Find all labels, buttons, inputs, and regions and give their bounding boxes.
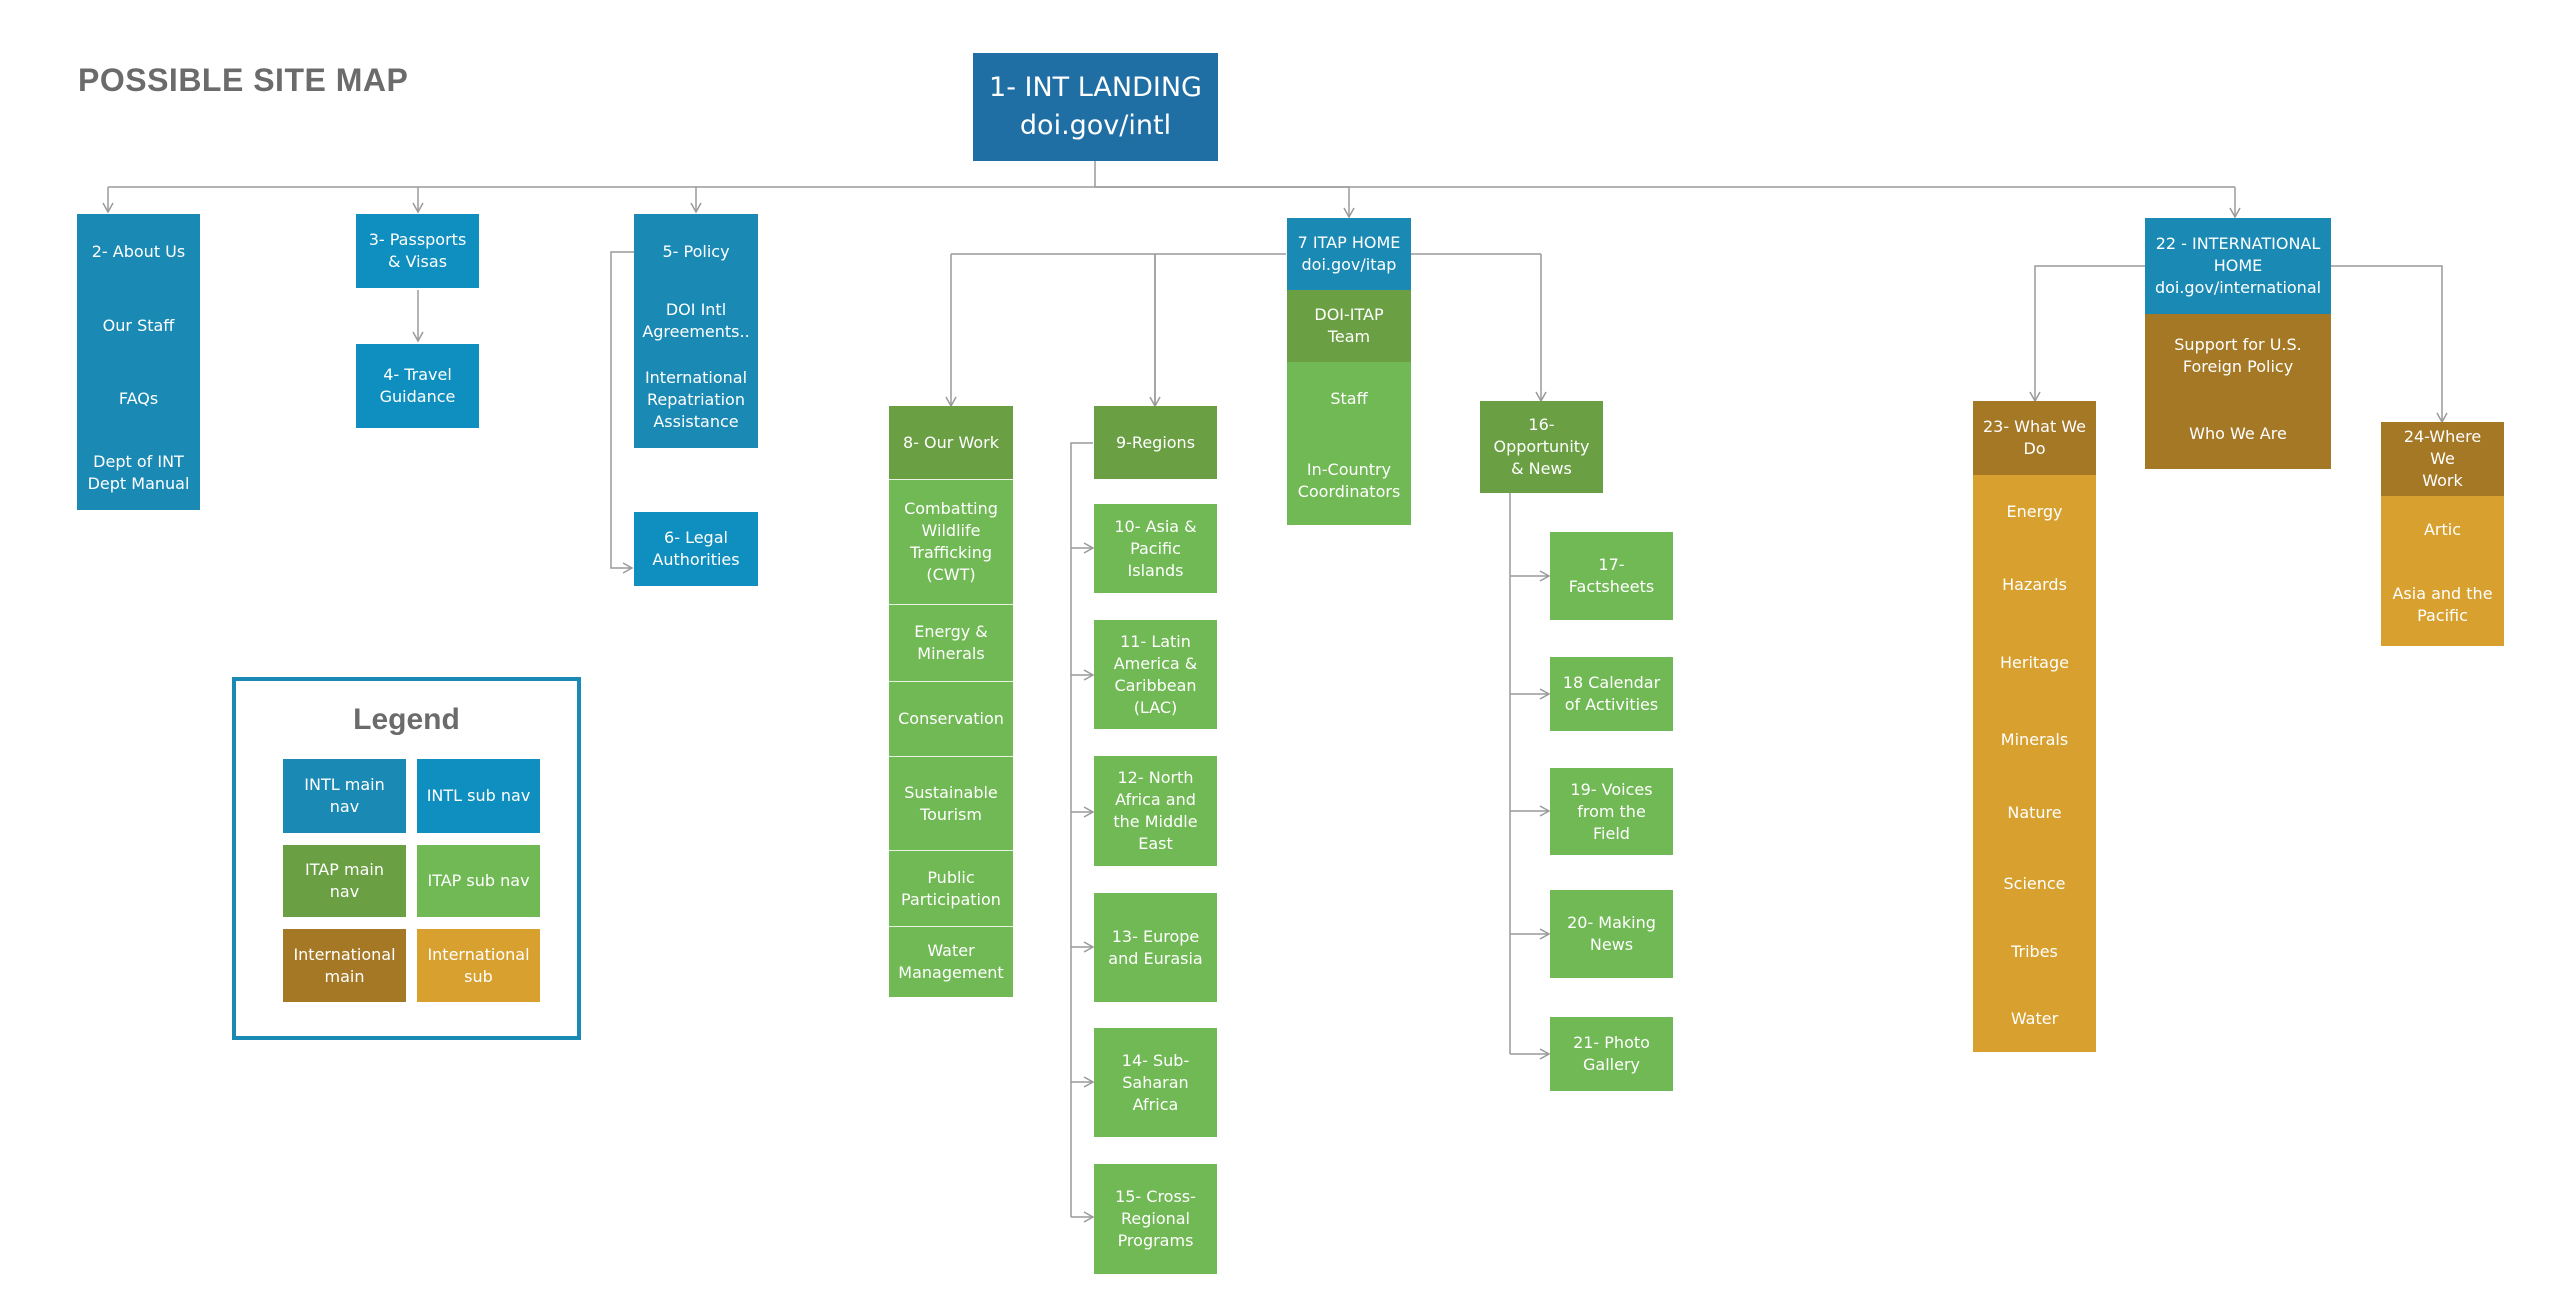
node-region-cross-regional[interactable]: 15- Cross- Regional Programs [1094, 1164, 1217, 1274]
node-what-we-do[interactable]: 23- What We Do Energy Hazards Heritage M… [1973, 401, 2096, 1052]
node-policy[interactable]: 5- Policy DOI Intl Agreements.. Internat… [634, 214, 758, 448]
node-our-work[interactable]: 8- Our Work Combatting Wildlife Traffick… [889, 406, 1013, 997]
node-label: Nature [1973, 776, 2096, 850]
node-label: 5- Policy [662, 242, 730, 261]
node-label: 22 - INTERNATIONAL HOME doi.gov/internat… [2145, 218, 2331, 314]
node-about-us[interactable]: 2- About Us Our Staff FAQs Dept of INT D… [77, 214, 200, 510]
connector-root-bus [108, 161, 2235, 188]
legend-swatch-international-main: International main [283, 929, 406, 1002]
node-label: FAQs [118, 389, 159, 408]
legend-swatch-intl-main: INTL main nav [283, 759, 406, 833]
node-label: Water [1973, 986, 2096, 1052]
node-label: 8- Our Work [889, 406, 1013, 480]
node-making-news[interactable]: 20- Making News [1550, 890, 1673, 978]
node-label: DOI Intl Agreements.. [642, 300, 750, 341]
node-photo-gallery[interactable]: 21- Photo Gallery [1550, 1017, 1673, 1091]
legend-swatch-itap-main: ITAP main nav [283, 845, 406, 917]
node-label: Support for U.S. Foreign Policy [2145, 314, 2331, 398]
node-label: Who We Are [2145, 398, 2331, 469]
node-region-sub-saharan-africa[interactable]: 14- Sub- Saharan Africa [1094, 1028, 1217, 1137]
connector-to-what-we-do [2029, 265, 2145, 403]
node-region-latin-america[interactable]: 11- Latin America & Caribbean (LAC) [1094, 620, 1217, 729]
node-itap-team[interactable]: DOI-ITAP Team Staff In-Country Coordinat… [1287, 290, 1411, 525]
node-region-north-africa[interactable]: 12- North Africa and the Middle East [1094, 756, 1217, 866]
node-label: Tribes [1973, 918, 2096, 986]
node-label: Heritage [1973, 622, 2096, 704]
node-label: In-Country Coordinators [1287, 436, 1411, 525]
node-voices-field[interactable]: 19- Voices from the Field [1550, 768, 1673, 855]
node-label: Staff [1287, 362, 1411, 436]
legend-title: Legend [353, 703, 460, 736]
connector-to-itap-home [1095, 186, 1355, 219]
node-label: Energy & Minerals [889, 603, 1013, 682]
connector-policy-legal [610, 251, 634, 574]
node-label: Water Management [889, 925, 1013, 997]
node-label: DOI-ITAP Team [1287, 290, 1411, 362]
node-regions[interactable]: 9-Regions [1094, 406, 1217, 479]
node-int-landing-url: doi.gov/intl [1019, 110, 1172, 141]
node-legal-authorities[interactable]: 6- Legal Authorities [634, 512, 758, 586]
node-factsheets[interactable]: 17- Factsheets [1550, 532, 1673, 620]
node-label: Science [1973, 850, 2096, 918]
connector-regions-spine [1070, 442, 1093, 1217]
legend: Legend INTL main nav INTL sub nav ITAP m… [232, 677, 581, 1040]
node-region-asia-pacific[interactable]: 10- Asia & Pacific Islands [1094, 504, 1217, 593]
connector-to-where-we-work [2331, 265, 2448, 424]
node-label: Our Staff [102, 316, 175, 335]
node-label: Asia and the Pacific [2381, 564, 2504, 646]
node-label: Dept of INT Dept Manual [87, 452, 190, 493]
node-international-home[interactable]: 22 - INTERNATIONAL HOME doi.gov/internat… [2145, 218, 2331, 469]
page-title: POSSIBLE SITE MAP [78, 62, 409, 98]
node-label: Minerals [1973, 704, 2096, 776]
node-itap-home[interactable]: 7 ITAP HOME doi.gov/itap [1287, 218, 1411, 290]
node-where-we-work[interactable]: 24-Where We Work Artic Asia and the Paci… [2381, 422, 2504, 646]
node-label: Hazards [1973, 548, 2096, 622]
node-label: Energy [1973, 475, 2096, 548]
node-label: International Repatriation Assistance [644, 368, 748, 431]
node-label: 2- About Us [91, 242, 186, 261]
node-label: Conservation [889, 681, 1013, 757]
node-calendar[interactable]: 18 Calendar of Activities [1550, 657, 1673, 731]
node-label: 24-Where We Work [2381, 422, 2504, 496]
legend-swatch-international-sub: International sub [417, 929, 540, 1002]
legend-swatch-intl-sub: INTL sub nav [417, 759, 540, 833]
node-label: Public Participation [889, 850, 1013, 926]
node-int-landing[interactable]: 1- INT LANDING doi.gov/intl [973, 53, 1218, 161]
connector-itap-bus [951, 253, 1541, 406]
node-travel-guidance[interactable]: 4- Travel Guidance [356, 344, 479, 428]
node-label: Artic [2381, 496, 2504, 564]
node-label: 23- What We Do [1973, 401, 2096, 475]
legend-swatch-itap-sub: ITAP sub nav [417, 845, 540, 917]
node-passports-visas[interactable]: 3- Passports & Visas [356, 214, 479, 288]
node-region-europe-eurasia[interactable]: 13- Europe and Eurasia [1094, 893, 1217, 1002]
node-opportunity-news[interactable]: 16- Opportunity & News [1480, 401, 1603, 493]
node-label: Sustainable Tourism [889, 756, 1013, 851]
node-int-landing-title: 1- INT LANDING [989, 72, 1202, 103]
node-label: Combatting Wildlife Trafficking (CWT) [889, 479, 1013, 604]
